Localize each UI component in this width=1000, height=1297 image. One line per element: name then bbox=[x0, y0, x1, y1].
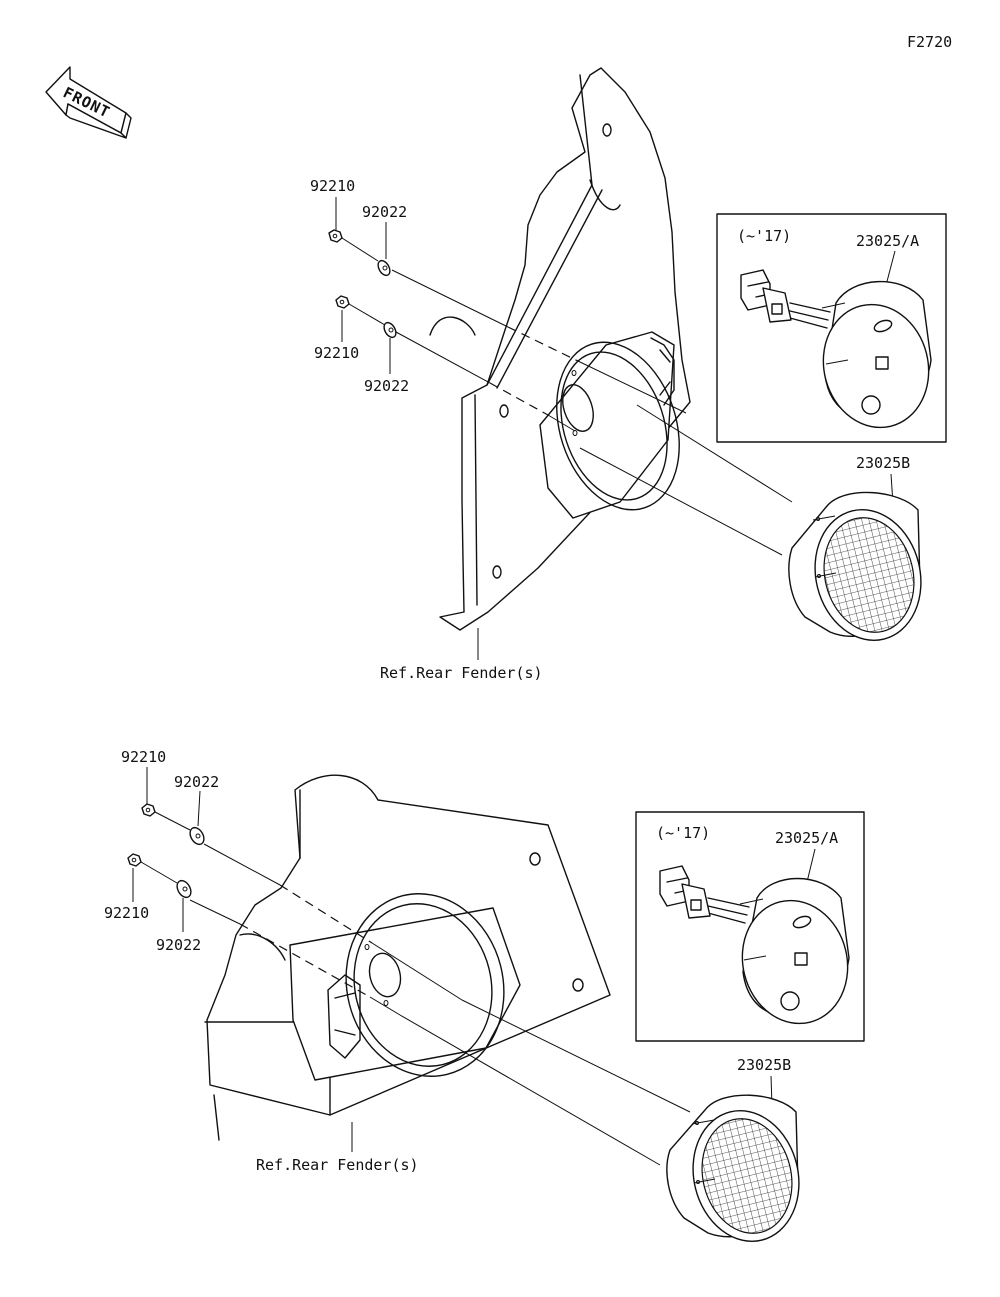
upper-nut-top-icon bbox=[328, 229, 343, 243]
lower-washer-bottom-icon bbox=[176, 879, 192, 899]
front-arrow-icon: FRONT bbox=[45, 66, 132, 139]
upper-label-nut-top: 92210 bbox=[310, 177, 355, 195]
upper-label-washer-top: 92022 bbox=[362, 203, 407, 221]
upper-rear-fender bbox=[439, 67, 691, 631]
lower-inset-part: 23025/A bbox=[775, 829, 838, 847]
upper-inset-date: (~'17) bbox=[737, 227, 791, 245]
upper-ref-label: Ref.Rear Fender(s) bbox=[380, 664, 543, 682]
upper-washer-top-icon bbox=[377, 259, 391, 277]
upper-label-nut-bottom: 92210 bbox=[314, 344, 359, 362]
upper-inset-lamp-icon bbox=[740, 269, 932, 429]
lower-inset-date: (~'17) bbox=[656, 824, 710, 842]
lower-label-nut-bottom: 92210 bbox=[104, 904, 149, 922]
lower-label-lamp: 23025B bbox=[737, 1056, 791, 1074]
lower-label-washer-bottom: 92022 bbox=[156, 936, 201, 954]
upper-inset-part: 23025/A bbox=[856, 232, 919, 250]
lower-inset-lamp-icon bbox=[659, 865, 850, 1025]
lower-washer-top-icon bbox=[189, 826, 205, 846]
upper-nut-bottom-icon bbox=[335, 295, 350, 309]
upper-inset-box bbox=[716, 213, 947, 443]
upper-assembly: 92210 92022 92210 92022 (~'17) 23025/A 2… bbox=[310, 67, 947, 682]
lower-inset-box bbox=[635, 811, 865, 1042]
lower-nut-top-icon bbox=[141, 803, 156, 817]
upper-lamp-icon bbox=[788, 491, 922, 641]
lower-label-nut-top: 92210 bbox=[121, 748, 166, 766]
lower-ref-label: Ref.Rear Fender(s) bbox=[256, 1156, 419, 1174]
lower-label-washer-top: 92022 bbox=[174, 773, 219, 791]
upper-label-lamp: 23025B bbox=[856, 454, 910, 472]
upper-label-washer-bottom: 92022 bbox=[364, 377, 409, 395]
upper-washer-bottom-icon bbox=[383, 321, 397, 339]
lower-assembly: 92210 92022 92210 92022 (~'17) 23025/A 2… bbox=[104, 748, 865, 1242]
figure-code: F2720 bbox=[907, 33, 952, 51]
lower-nut-bottom-icon bbox=[127, 853, 142, 867]
lower-lamp-icon bbox=[666, 1094, 800, 1242]
